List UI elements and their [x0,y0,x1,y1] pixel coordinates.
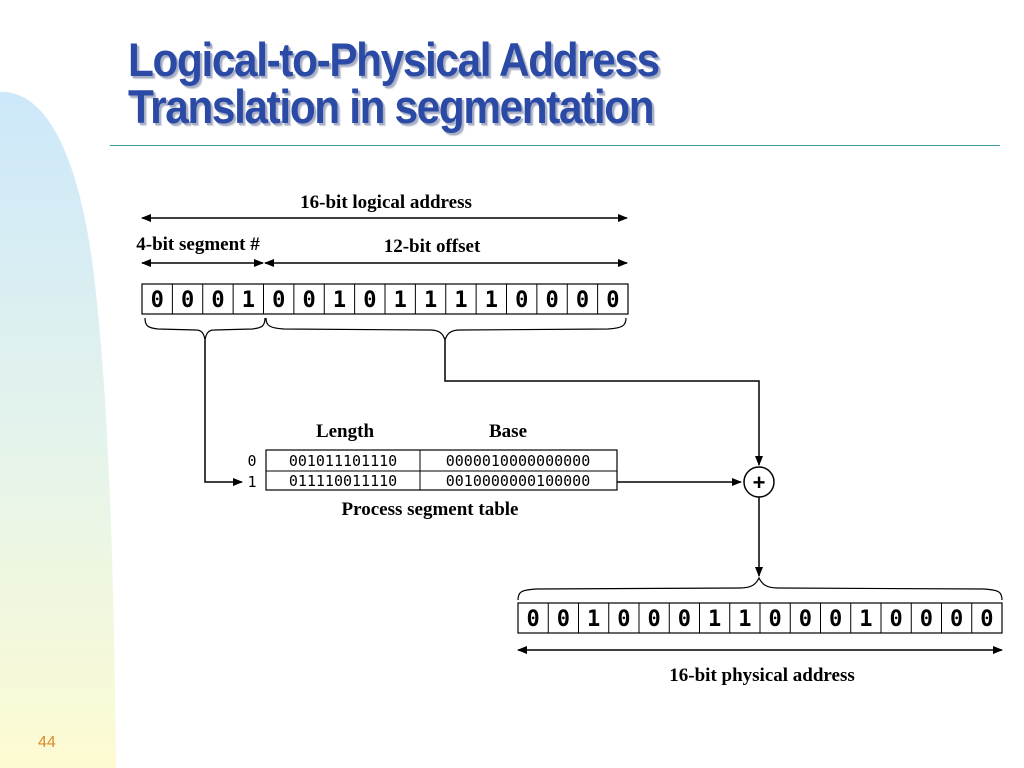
logical-address-bit-5: 0 [302,288,315,313]
logical-address-bit-10: 1 [454,288,467,313]
physical-address-bit-7: 1 [738,607,751,632]
segment-brace [144,317,266,341]
logical-address-bit-14: 0 [576,288,589,313]
title-divider [110,145,1000,146]
physical-address-bit-11: 1 [859,607,872,632]
logical-address-bit-1: 0 [181,288,194,313]
logical-address-bit-4: 0 [272,288,285,313]
physical-address-bit-9: 0 [799,607,812,632]
physical-address-bit-15: 0 [980,607,993,632]
logical-address-bit-11: 1 [485,288,498,313]
logical-address-bit-2: 0 [211,288,224,313]
slide-title-line-2: Translation in segmentation [128,80,655,133]
logical-address-bit-13: 0 [545,288,558,313]
offset-brace [265,317,627,342]
offset-label: 12-bit offset [384,236,481,257]
adder-node: + [743,466,775,498]
side-gradient-band [0,91,116,768]
logical-address-bit-9: 1 [424,288,437,313]
physical-address-brace [517,576,1003,601]
physical-address-label: 16-bit physical address [669,665,854,686]
physical-address-bit-12: 0 [890,607,903,632]
table-row-0-length: 001011101110 [289,452,397,470]
physical-address-bit-6: 1 [708,607,721,632]
logical-address-bit-3: 1 [242,288,255,313]
physical-address-bit-3: 0 [617,607,630,632]
slide-number: 44 [38,734,56,751]
physical-address-bit-14: 0 [950,607,963,632]
table-row-1-length: 011110011110 [289,472,397,490]
slide-title: Logical-to-Physical Address Translation … [128,33,660,133]
physical-address-bit-2: 1 [587,607,600,632]
logical-address-label: 16-bit logical address [300,192,472,213]
physical-address-bit-8: 0 [769,607,782,632]
logical-address-bit-7: 0 [363,288,376,313]
segment-to-table-connector [204,340,243,486]
segment-table-caption: Process segment table [342,499,519,520]
physical-address-bit-0: 0 [527,607,540,632]
logical-address-bit-8: 1 [394,288,407,313]
segment-number-label: 4-bit segment # [136,234,260,255]
offset-to-adder-connector [444,340,763,466]
segment-table-box [265,449,618,491]
logical-address-bit-6: 1 [333,288,346,313]
table-base-header: Base [489,421,527,442]
table-length-header: Length [316,421,375,442]
process-segment-table: 0 001011101110 0000010000000000 1 011110… [247,449,618,491]
physical-address-bit-4: 0 [648,607,661,632]
slide-title-line-1: Logical-to-Physical Address [128,33,660,86]
physical-address-bit-1: 0 [557,607,570,632]
physical-address-bit-10: 0 [829,607,842,632]
adder-plus-symbol: + [753,470,766,495]
logical-address-bit-15: 0 [606,288,619,313]
logical-address-bit-0: 0 [151,288,164,313]
table-row-0-index: 0 [247,452,256,470]
physical-address-bit-13: 0 [920,607,933,632]
table-row-1-index: 1 [247,473,256,491]
table-row-1-base: 0010000000100000 [446,472,591,490]
physical-address-bit-5: 0 [678,607,691,632]
logical-address-bit-12: 0 [515,288,528,313]
table-row-0-base: 0000010000000000 [446,452,591,470]
